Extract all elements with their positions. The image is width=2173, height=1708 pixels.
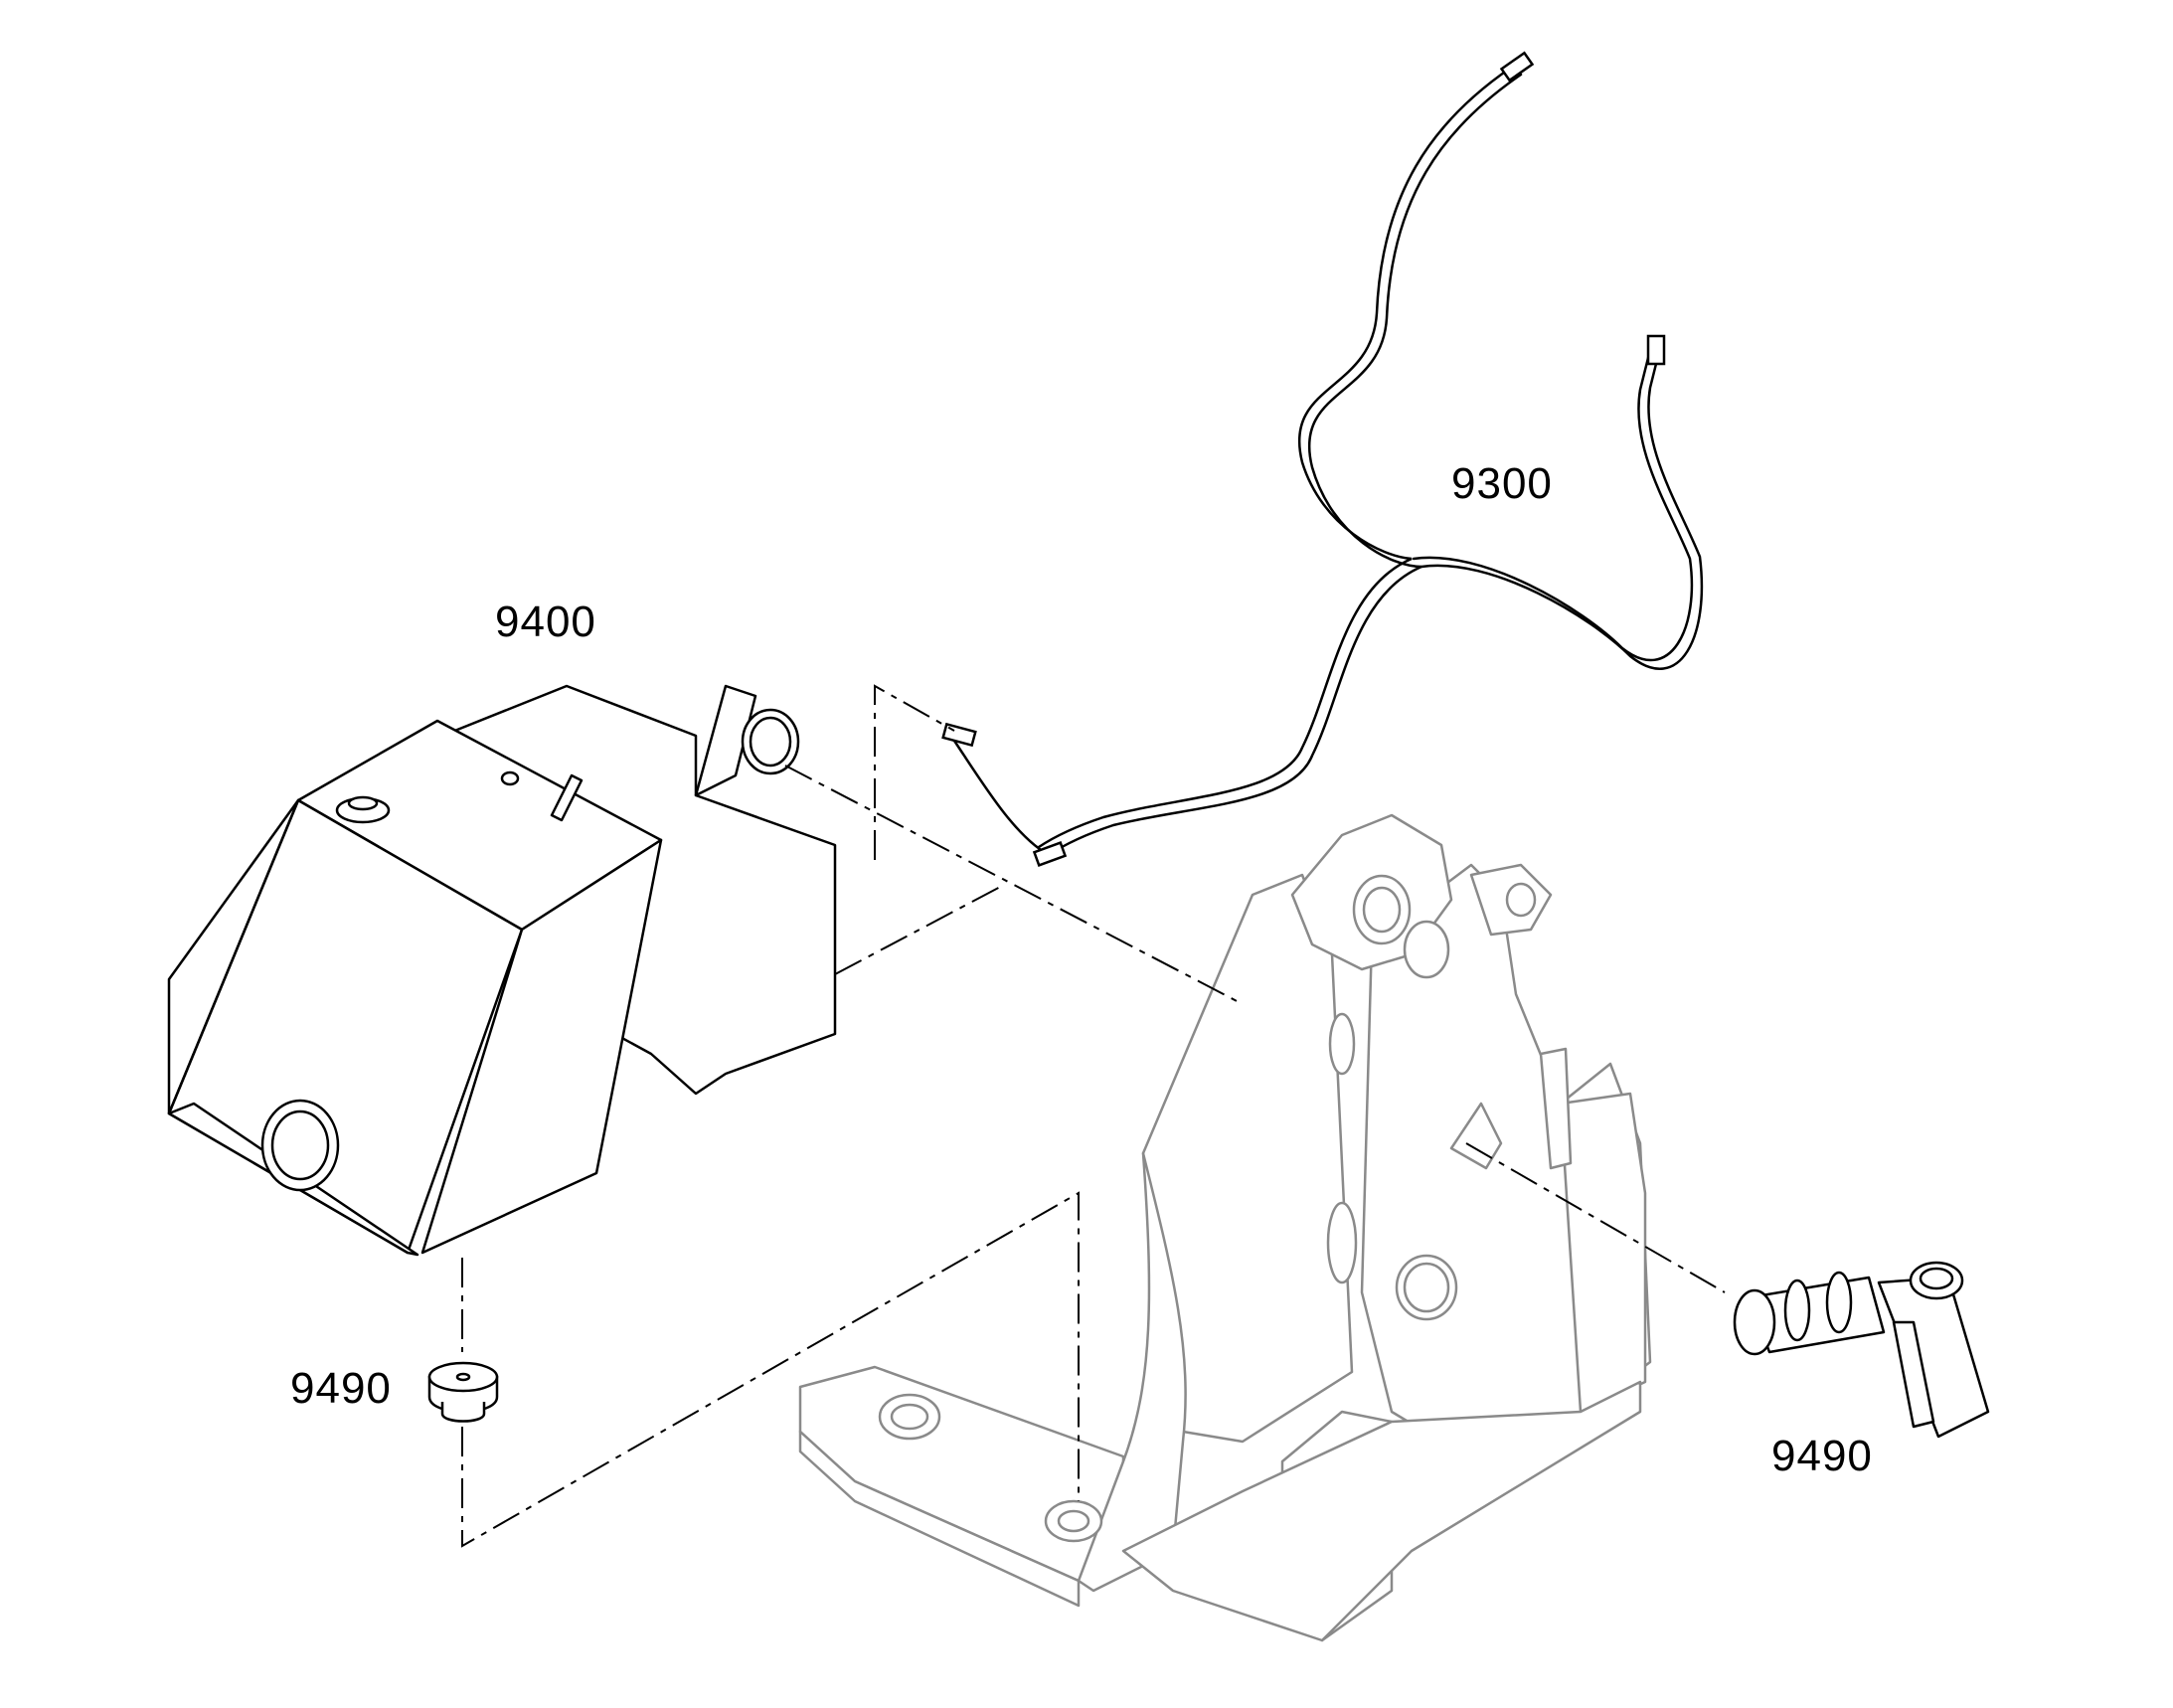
hose-main-line [1047,73,1523,857]
callout-tank: 9400 [495,598,596,646]
filler-clamp-2 [1825,1271,1853,1334]
hose-end-fitting-main [1032,841,1068,867]
assembly-line-2 [834,884,1005,975]
callout-plug: 9490 [290,1364,392,1413]
drain-plug-thread [440,1402,486,1423]
tank-filler-cap-top [347,795,379,811]
frame-front-upright [1077,1151,1187,1593]
tank-access-port-inner [270,1110,330,1181]
frame-hole-3 [1403,920,1450,979]
frame-bracket [1539,1047,1573,1170]
frame-hole-10 [1403,1262,1450,1313]
hose-lower-line [952,739,1051,857]
filler-neck [1877,1276,1990,1439]
frame-floor [1121,1380,1642,1642]
frame-back-plate [1559,1092,1647,1414]
hose-end-fitting-top [1499,51,1535,83]
assembly-line-4 [1465,1142,1726,1293]
frame-boss-2 [1328,1012,1356,1076]
filler-pipe-end [1733,1288,1776,1356]
tank-fitting-1 [500,770,520,786]
tank-front-lower [167,798,300,1115]
frame-hole-4 [1505,882,1537,918]
filler-bracket [1892,1320,1935,1429]
tank-assembly [167,684,837,1257]
callout-hose: 9300 [1451,459,1553,508]
hose-end-fitting-branch [1646,334,1666,366]
chassis-frame [798,813,1652,1642]
assembly-lines [461,684,1726,1548]
frame-boss-1 [1326,1201,1358,1284]
filler-clamp-1 [1783,1279,1811,1342]
tank-breather-tube [550,773,584,822]
frame-slot [1449,1102,1503,1170]
tank-outlet-ring-inner [749,716,792,768]
assembly-line-6 [461,1191,1080,1548]
tank-side [420,838,663,1255]
assembly-line-1 [874,684,955,860]
frame-hole-8 [1057,1509,1090,1533]
assembly-line-3 [784,765,1244,1005]
filler-assembly [1733,1261,1990,1439]
frame-hole-2 [1362,886,1402,934]
hose-end-fitting-lower [941,722,977,748]
hose-branch-line [1420,346,1704,670]
tank-outlet-elbow [694,684,757,797]
frame-base-lip [798,1430,1081,1608]
frame-hole-6 [890,1403,929,1431]
drain-plug [427,1361,499,1423]
drain-plug-hole [455,1372,471,1382]
hose-assembly [941,51,1704,867]
filler-cap-inner [1919,1267,1954,1290]
callout-filler: 9490 [1771,1432,1873,1480]
hose-branch-line-edge [1412,348,1694,662]
hose-main-line-edge [1037,66,1513,849]
frame-left-web [1141,873,1354,1444]
